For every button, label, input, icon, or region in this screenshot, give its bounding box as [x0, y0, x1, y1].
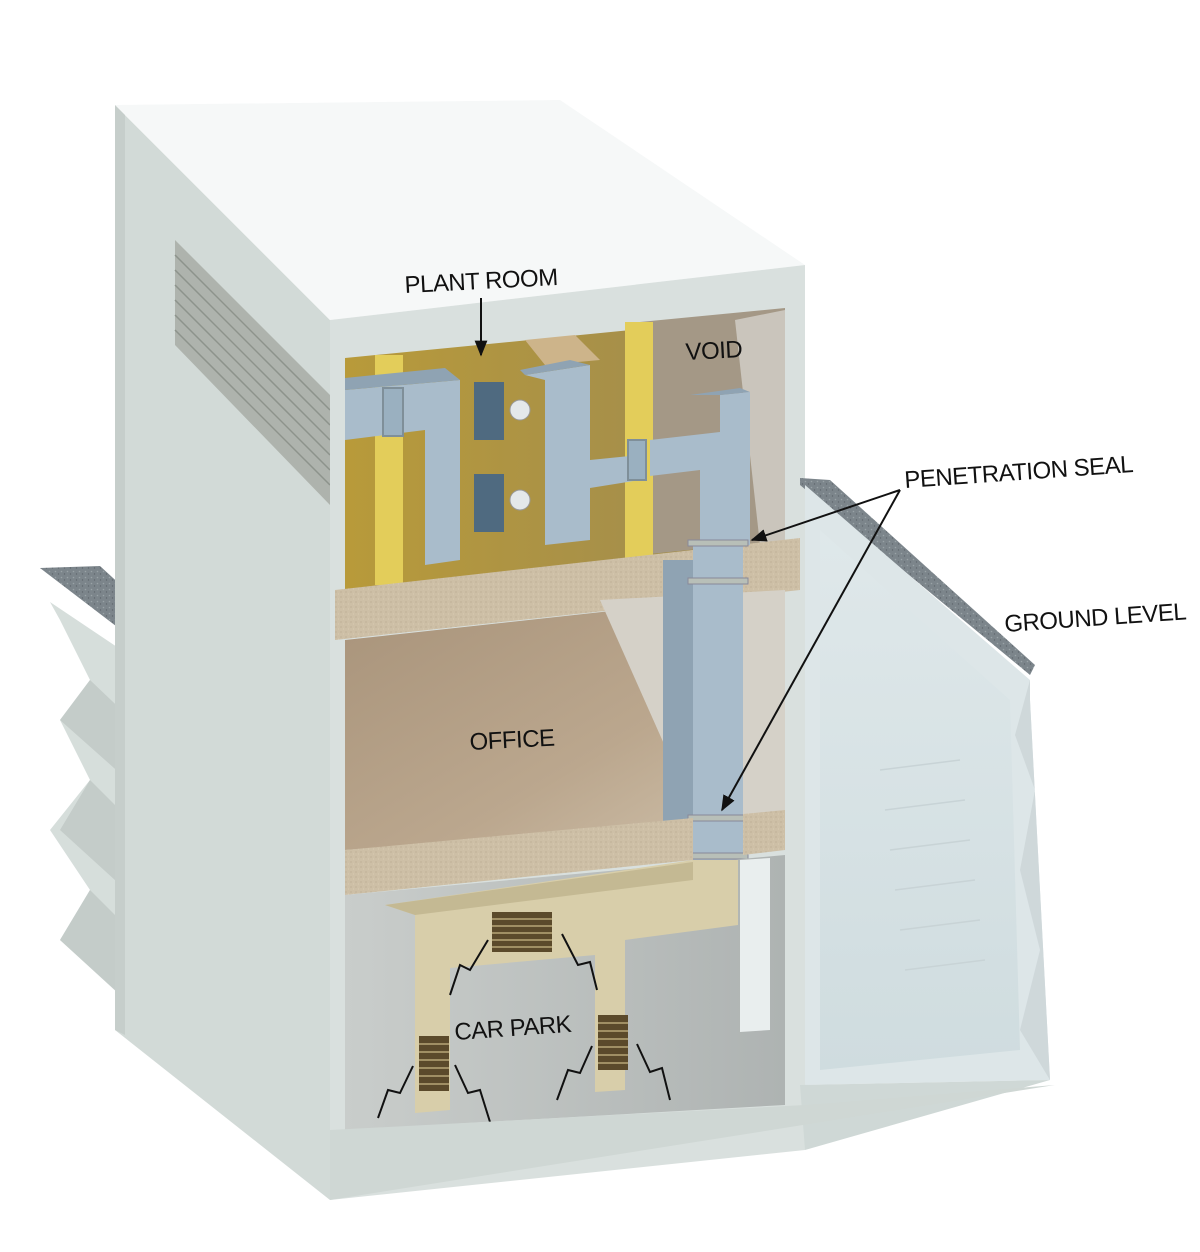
- extract-grille: [419, 1036, 449, 1091]
- label-office: OFFICE: [469, 725, 555, 756]
- annotation-arrows: [474, 298, 901, 812]
- roof: [115, 100, 805, 320]
- riser-duct: [663, 539, 749, 860]
- office-slab: [345, 818, 693, 895]
- external-louvre: [174, 240, 331, 505]
- penetration-seal-upper: [687, 539, 749, 585]
- label-penetration-seal: PENETRATION SEAL: [904, 451, 1134, 494]
- extract-grille: [598, 1015, 628, 1070]
- building-left-face: [115, 105, 331, 1200]
- car-park-ductwork: [377, 860, 738, 1123]
- fan-icon: [474, 382, 531, 440]
- ground-right: [800, 478, 1050, 1150]
- base-slab: [330, 1085, 1055, 1200]
- fan-icon: [474, 474, 531, 532]
- label-ground-level: GROUND LEVEL: [1004, 598, 1188, 638]
- label-void: VOID: [685, 336, 743, 366]
- airflow-arrows: [377, 933, 671, 1123]
- plant-room-ductwork: [345, 360, 750, 565]
- extract-grille: [492, 912, 552, 952]
